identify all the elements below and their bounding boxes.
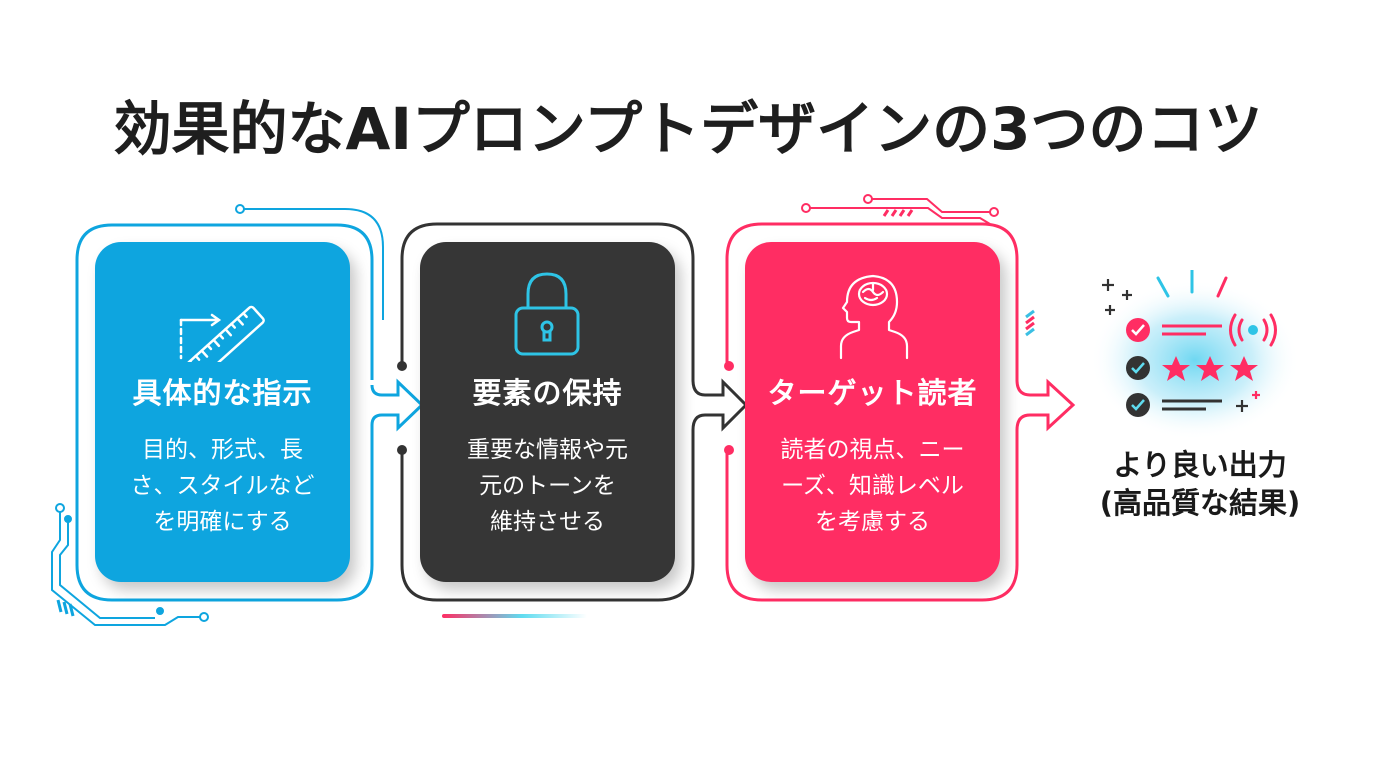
description-line: を考慮する bbox=[815, 509, 930, 535]
page-title: 効果的なAIプロンプトデザインの3つのコツ bbox=[113, 95, 1263, 163]
step-card-target-audience: ターゲット読者 読者の視点、ニー ーズ、知識レベル を考慮する bbox=[745, 242, 1000, 582]
step-heading: ターゲット読者 bbox=[767, 376, 978, 410]
step-description: 読者の視点、ニー ーズ、知識レベル を考慮する bbox=[763, 432, 982, 540]
step-card-specific-instructions: 具体的な指示 目的、形式、長 さ、スタイルなど を明確にする bbox=[95, 242, 350, 582]
description-line: 維持させる bbox=[490, 509, 605, 535]
description-line: さ、スタイルなど bbox=[130, 473, 315, 499]
description-line: ーズ、知識レベル bbox=[781, 473, 964, 499]
description-line: 読者の視点、ニー bbox=[780, 437, 965, 463]
result-line-1: より良い出力 bbox=[1113, 448, 1287, 482]
step-description: 目的、形式、長 さ、スタイルなど を明確にする bbox=[113, 432, 332, 540]
step-heading: 要素の保持 bbox=[472, 376, 623, 410]
description-line: 目的、形式、長 bbox=[142, 437, 303, 463]
step-card-preserve-elements: 要素の保持 重要な情報や元 元のトーンを 維持させる bbox=[420, 242, 675, 582]
checklist-quality-icon bbox=[1090, 270, 1300, 440]
ruler-measure-icon bbox=[179, 305, 265, 362]
step-heading: 具体的な指示 bbox=[132, 376, 313, 410]
padlock-icon bbox=[514, 272, 580, 356]
head-brain-icon bbox=[839, 274, 909, 360]
description-line: 重要な情報や元 bbox=[467, 437, 628, 463]
result-label: より良い出力 (高品質な結果) bbox=[1070, 446, 1330, 522]
step-description: 重要な情報や元 元のトーンを 維持させる bbox=[438, 432, 657, 540]
result-line-2: (高品質な結果) bbox=[1099, 486, 1301, 520]
description-line: を明確にする bbox=[153, 509, 292, 535]
description-line: 元のトーンを bbox=[479, 473, 616, 499]
